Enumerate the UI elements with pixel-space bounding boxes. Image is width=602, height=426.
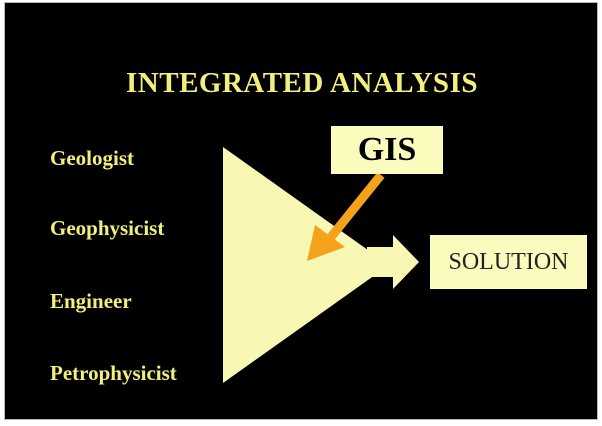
role-label-engineer: Engineer [50, 289, 132, 313]
gis-box: GIS [331, 126, 443, 174]
integration-triangle [223, 147, 389, 383]
diagram-graphics [223, 147, 419, 383]
role-label-geologist: Geologist [50, 146, 134, 170]
solution-arrow [367, 235, 419, 289]
role-label-geophysicist: Geophysicist [50, 216, 165, 240]
slide-title: INTEGRATED ANALYSIS [126, 67, 478, 99]
gis-label: GIS [357, 131, 417, 168]
gis-arrow-head [307, 225, 345, 261]
slide: INTEGRATED ANALYSIS Geologist Geophysici… [4, 2, 598, 420]
role-label-petrophysicist: Petrophysicist [50, 361, 177, 385]
solution-label: SOLUTION [448, 248, 569, 275]
gis-arrow-shaft [327, 172, 385, 240]
solution-box: SOLUTION [430, 235, 587, 289]
